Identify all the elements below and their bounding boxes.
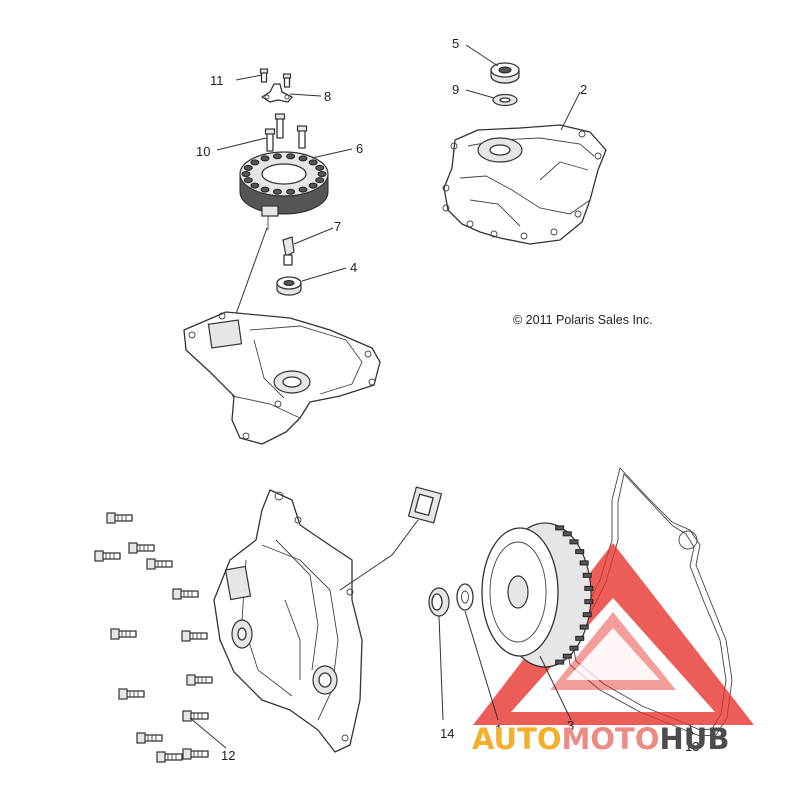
callout-2: 2 [580,82,587,97]
stator-tooth [308,182,318,189]
rotor-slot [555,659,565,665]
seal-part-5 [490,62,520,84]
stator-tooth [250,159,260,166]
callout-leaders [189,44,694,749]
rotor-slot [575,549,585,555]
rotor-slot [579,560,589,566]
callout-9: 9 [452,82,459,97]
bolt [128,542,155,554]
stator-tooth [286,188,296,195]
bolt [182,710,209,722]
stator-tooth [260,186,270,193]
rotor-slots [555,525,594,665]
cover-part-2 [442,124,607,245]
watermark-hub: HUB [660,722,730,756]
rotor-slot [569,645,579,651]
bolt [106,512,133,524]
stator-housing [183,311,381,445]
watermark-triangle [473,543,754,725]
bolt [94,550,121,562]
callout-4: 4 [350,260,357,275]
bracket-screws-part-11 [259,68,292,88]
stator-tooth [243,177,253,184]
stator-tooth [317,171,327,177]
stator-tooth [286,153,296,160]
callout-11: 11 [210,73,224,88]
stator-tooth [243,164,253,171]
stator-tooth [315,177,325,184]
bolt [186,674,213,686]
rotor-slot [575,635,585,641]
stator-tooth [298,155,308,162]
callout-5: 5 [452,36,459,51]
bolt [172,588,199,600]
lower-case-cover [213,486,443,753]
stator-screws-part-10 [264,113,308,152]
stator-part-6 [231,151,329,326]
washer-part-9 [492,93,518,107]
rotor-part-3 [481,522,594,668]
callout-13: 13 [685,739,699,754]
stator-teeth [241,153,327,195]
rotor-slot [584,585,594,591]
rotor-slot [562,653,572,659]
stator-tooth [241,171,251,177]
rotor-slot [582,572,592,578]
bolt [136,732,163,744]
rotor-slot [579,624,589,630]
stator-tooth [298,186,308,193]
rotor-slot [555,525,565,531]
bolt [182,748,209,760]
rotor-slot [584,599,594,605]
callout-1: 1 [495,722,502,737]
watermark-logo [473,543,754,725]
washer-part-1 [456,583,474,611]
watermark-moto: MOTO [562,722,660,756]
stator-tooth [260,155,270,162]
stator-tooth [250,182,260,189]
bolt [118,688,145,700]
rotor-slot [582,612,592,618]
watermark-text: AUTOMOTOHUB [472,722,729,756]
grommet-part-7 [282,236,295,266]
bushing-part-4 [276,276,302,296]
rotor-slot [562,531,572,537]
callout-8: 8 [324,89,331,104]
stator-tooth [308,159,318,166]
stator-tooth [315,164,325,171]
stator-tooth [272,153,282,160]
callout-7: 7 [334,219,341,234]
bolt [110,628,137,640]
bolt [181,630,208,642]
watermark-auto: AUTO [472,722,562,756]
callout-3: 3 [567,718,574,733]
rotor-slot [569,539,579,545]
nut-part-14 [428,587,450,617]
copyright-text: © 2011 Polaris Sales Inc. [513,313,653,327]
callout-6: 6 [356,141,363,156]
callout-10: 10 [196,144,210,159]
bolt [156,751,183,763]
clamp-bracket-part-8 [261,83,293,103]
callout-12: 12 [221,748,235,763]
bolt [146,558,173,570]
stator-tooth [272,188,282,195]
bolts-part-12 [94,512,213,763]
callout-14: 14 [440,726,454,741]
